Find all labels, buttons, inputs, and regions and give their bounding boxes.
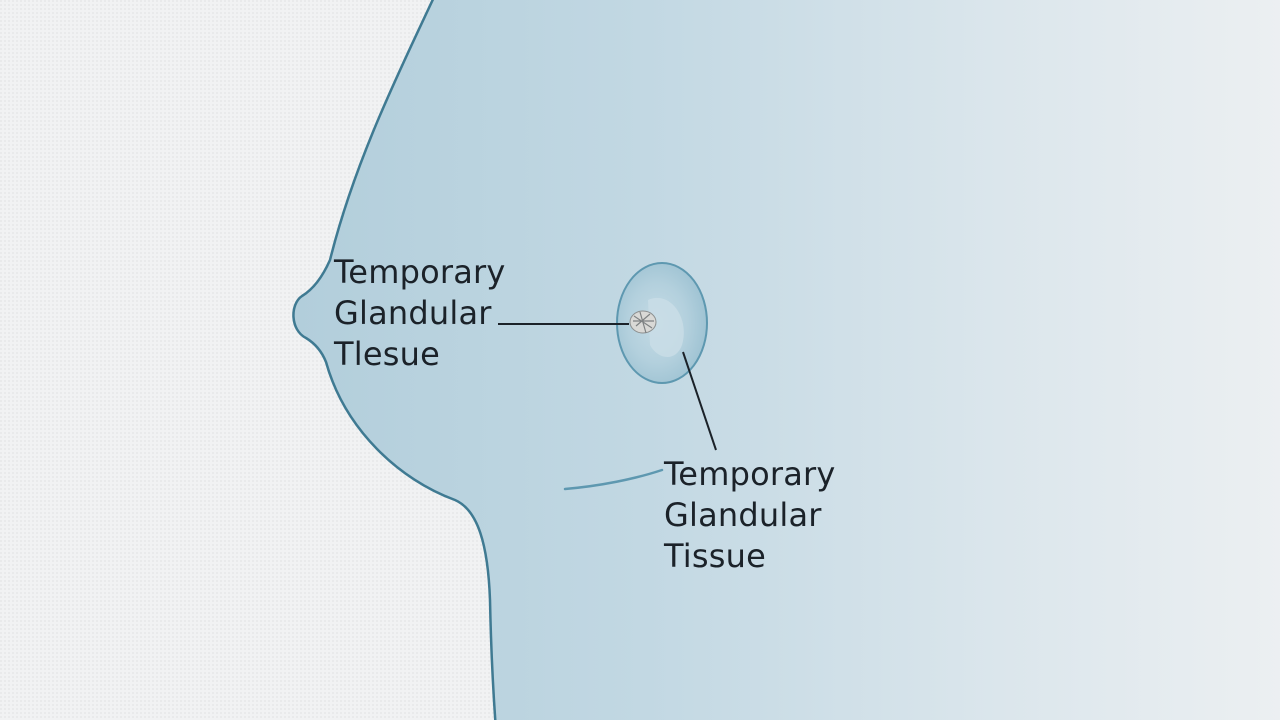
glandular-tissue-icon (629, 310, 657, 334)
label-line: Tissue (664, 537, 766, 575)
body-outline (292, 0, 497, 720)
glandular-bud (648, 297, 684, 358)
label-line: Temporary (664, 455, 836, 493)
label-line: Tlesue (334, 335, 440, 373)
label-line: Glandular (334, 294, 492, 332)
label-line: Glandular (664, 496, 822, 534)
label-temporary-glandular-tissue-left: Temporary Glandular Tlesue (334, 252, 506, 375)
label-line: Temporary (334, 253, 506, 291)
label-temporary-glandular-tissue-right: Temporary Glandular Tissue (664, 454, 836, 577)
body-silhouette (293, 0, 1280, 720)
leader-line-2 (682, 351, 717, 451)
fold-line (563, 468, 664, 491)
